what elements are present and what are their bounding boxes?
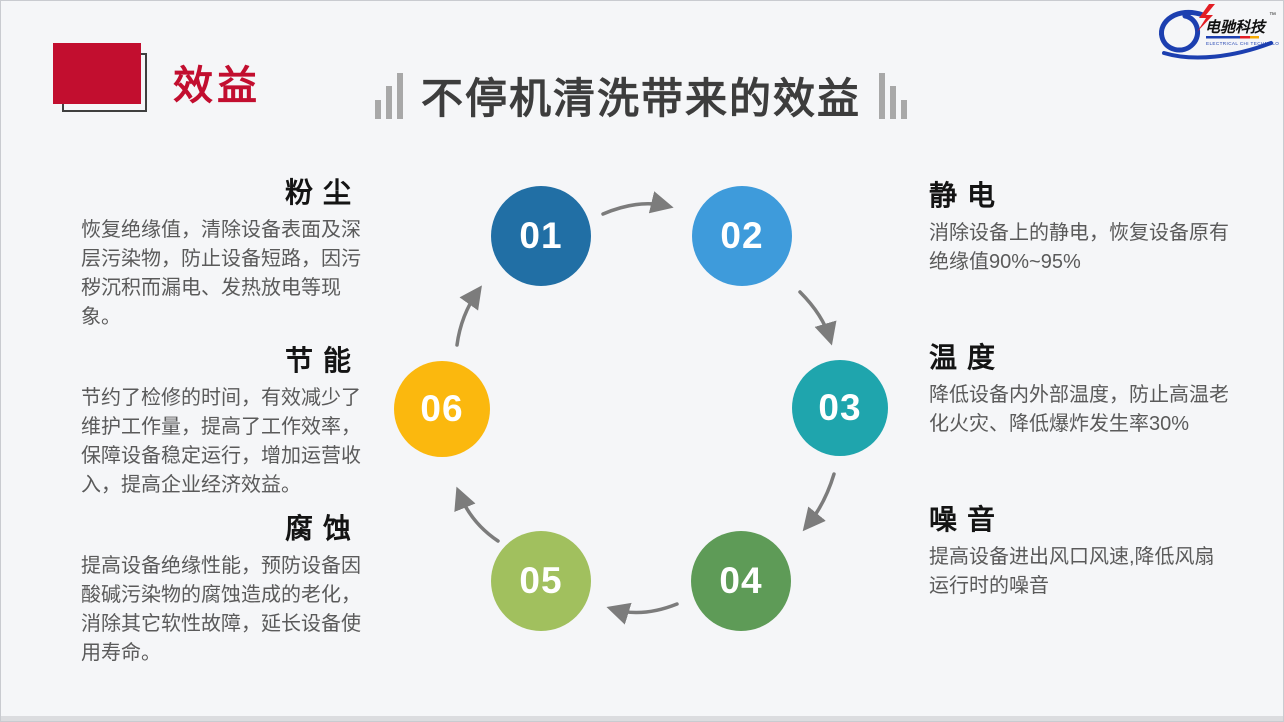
circle-step-02: 02 bbox=[692, 186, 792, 286]
benefit-description: 消除设备上的静电，恢复设备原有绝缘值90%~95% bbox=[929, 221, 1229, 273]
bars-right-icon bbox=[879, 73, 907, 121]
circle-step-06: 06 bbox=[394, 361, 490, 457]
benefit-description: 节约了检修的时间，有效减少了维护工作量，提高了工作效率，保障设备稳定运行，增加运… bbox=[81, 386, 361, 496]
circle-number: 01 bbox=[519, 215, 563, 256]
benefit-block-noise: 噪音 提高设备进出风口风速,降低风扇运行时的噪音 bbox=[929, 504, 1234, 601]
lightning-icon bbox=[1197, 4, 1215, 32]
logo-brand-text: 电驰科技 bbox=[1205, 19, 1267, 36]
company-logo: 电驰科技 ™ ELECTRICAL CHI TECHNOLOGY bbox=[1159, 4, 1279, 60]
benefit-title: 粉尘 bbox=[284, 177, 361, 208]
circle-step-04: 04 bbox=[691, 531, 791, 631]
circle-step-03: 03 bbox=[792, 360, 888, 456]
bars-left-icon bbox=[374, 73, 403, 121]
circle-number: 02 bbox=[720, 215, 764, 256]
title-row: 不停机清洗带来的效益 bbox=[331, 67, 951, 121]
arrow-06-01 bbox=[455, 285, 482, 347]
logo-trademark: ™ bbox=[1269, 12, 1276, 19]
logo-tagline: ELECTRICAL CHI TECHNOLOGY bbox=[1206, 41, 1279, 46]
benefit-block-energy: 节能 节约了检修的时间，有效减少了维护工作量，提高了工作效率，保障设备稳定运行，… bbox=[63, 345, 361, 500]
arrow-03-04 bbox=[802, 472, 836, 532]
arrow-05-06 bbox=[454, 486, 500, 543]
section-accent-square bbox=[53, 43, 141, 104]
circle-number: 03 bbox=[818, 387, 862, 428]
circle-number: 04 bbox=[719, 560, 763, 601]
logo-swoosh bbox=[1159, 9, 1206, 53]
benefit-block-dust: 粉尘 恢复绝缘值，清除设备表面及深层污染物，防止设备短路，因污秽沉积而漏电、发热… bbox=[63, 177, 361, 332]
benefit-description: 降低设备内外部温度，防止高温老化火灾、降低爆炸发生率30% bbox=[929, 383, 1229, 435]
circle-number: 05 bbox=[519, 560, 563, 601]
benefit-title: 噪音 bbox=[929, 504, 1006, 535]
benefit-title: 腐蚀 bbox=[284, 513, 361, 544]
circle-step-01: 01 bbox=[491, 186, 591, 286]
benefit-description: 恢复绝缘值，清除设备表面及深层污染物，防止设备短路，因污秽沉积而漏电、发热放电等… bbox=[81, 218, 361, 328]
benefit-block-temperature: 温度 降低设备内外部温度，防止高温老化火灾、降低爆炸发生率30% bbox=[929, 342, 1234, 439]
benefit-description: 提高设备绝缘性能，预防设备因酸碱污染物的腐蚀造成的老化，消除其它软性故障，延长设… bbox=[81, 554, 361, 664]
benefit-title: 温度 bbox=[929, 342, 1006, 373]
arrow-02-03 bbox=[798, 290, 837, 346]
section-label: 效益 bbox=[173, 64, 261, 108]
benefit-title: 静电 bbox=[929, 180, 1006, 211]
benefit-title: 节能 bbox=[284, 345, 361, 376]
benefit-block-corrosion: 腐蚀 提高设备绝缘性能，预防设备因酸碱污染物的腐蚀造成的老化，消除其它软性故障，… bbox=[63, 513, 361, 668]
circle-number: 06 bbox=[420, 388, 464, 429]
benefit-block-static: 静电 消除设备上的静电，恢复设备原有绝缘值90%~95% bbox=[929, 180, 1234, 277]
page-title: 不停机清洗带来的效益 bbox=[420, 74, 861, 122]
arrow-04-05 bbox=[606, 602, 679, 625]
benefit-description: 提高设备进出风口风速,降低风扇运行时的噪音 bbox=[929, 545, 1215, 597]
arrow-01-02 bbox=[601, 191, 674, 216]
slide-bottom-edge bbox=[1, 716, 1283, 721]
circle-step-05: 05 bbox=[491, 531, 591, 631]
